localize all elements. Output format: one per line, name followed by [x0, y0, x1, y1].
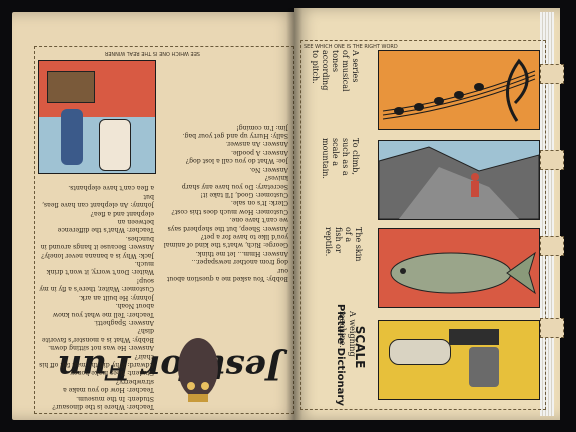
center-gutter: [286, 8, 302, 420]
mask-face-illustration: [178, 338, 218, 402]
left-page-right-column: Bobby: You asked me a question about our…: [163, 123, 288, 282]
right-page-frame: [300, 40, 546, 410]
left-page-footer: SEE WHICH ONE IS THE REAL WINNER: [104, 50, 200, 56]
mountain-climber-illustration: [379, 146, 539, 219]
panel-climber: [378, 140, 540, 220]
page-edges: [540, 12, 554, 416]
panel-musical-scale: [378, 50, 540, 130]
cartoon-man-illustration: [449, 329, 499, 345]
comic-panel-topleft: [38, 60, 156, 174]
treasure-chest-illustration: [47, 71, 95, 103]
page-tab-4: [540, 318, 564, 338]
panel-weighing-machine: [378, 320, 540, 400]
caption-musical-tones: A series of musical tones according to p…: [311, 50, 360, 92]
left-page-left-column: Teacher: Where is the dinosaur? Student:…: [39, 184, 154, 410]
caption-climb: To climb, such as a scale a mountain.: [321, 138, 360, 179]
caption-weighing-machine: A weighing machine.: [338, 311, 357, 357]
right-page-footer: SEE WHICH ONE IS THE RIGHT WORD: [304, 44, 398, 50]
cartoon-figure-right: [99, 119, 131, 171]
fish-illustration: [390, 251, 536, 295]
panel-fish: [378, 228, 540, 308]
caption-fish-skin: The skin of a fish or reptile.: [324, 227, 363, 262]
scale-device-illustration: [389, 339, 451, 365]
page-tab-3: [540, 236, 564, 256]
music-notes-illustration: [382, 58, 536, 122]
left-page-frame: [34, 46, 294, 414]
page-tab-1: [540, 64, 564, 84]
cartoon-figure-left: [61, 109, 83, 165]
page-tab-2: [540, 150, 564, 170]
